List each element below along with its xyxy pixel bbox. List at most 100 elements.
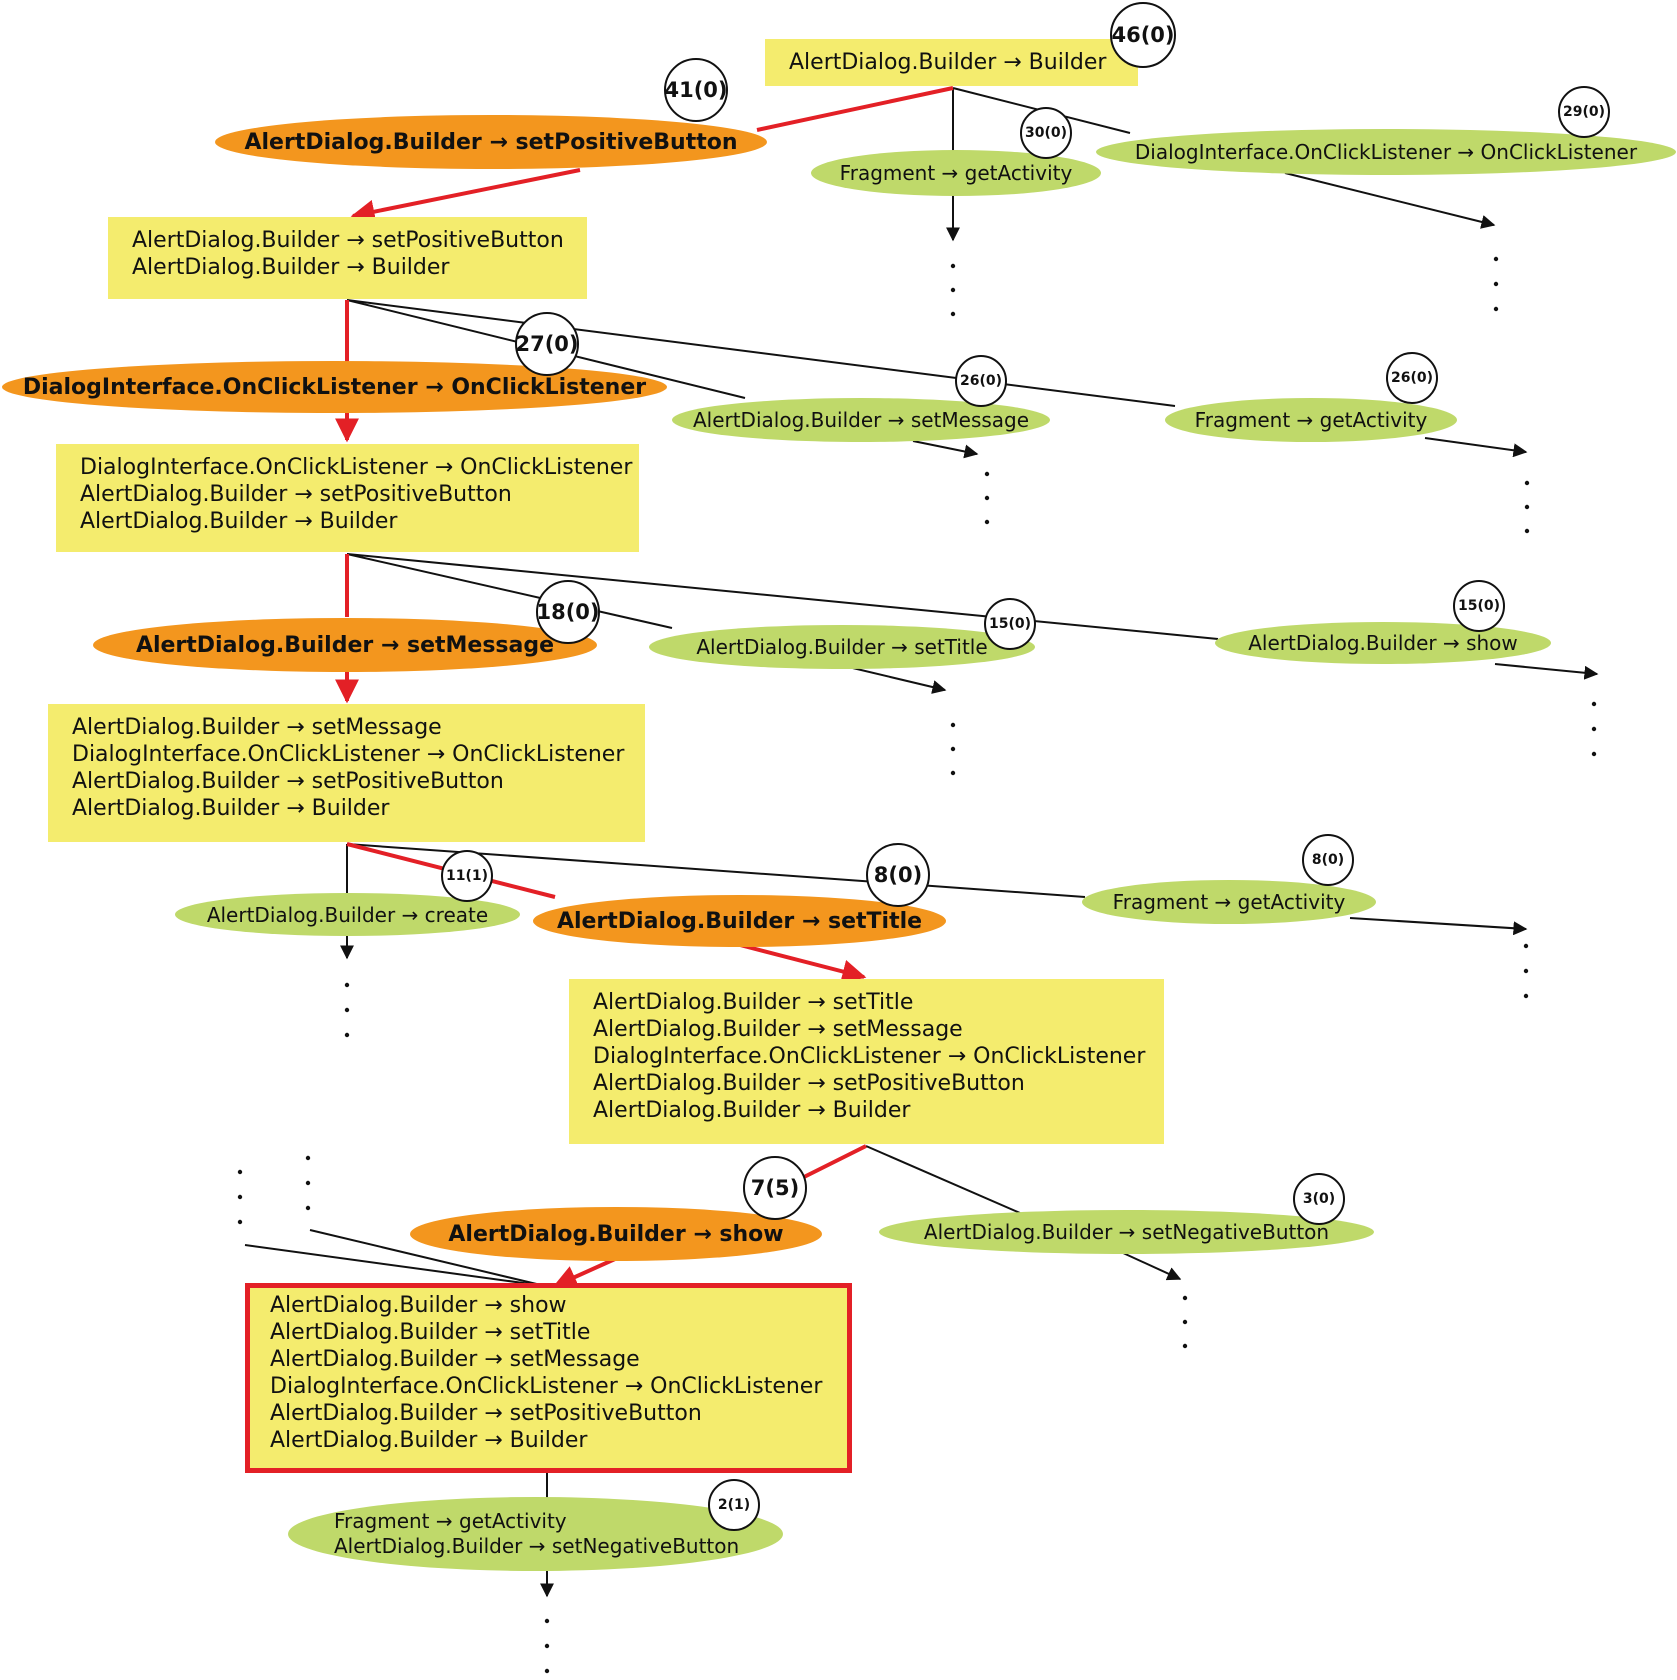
continuation-dot: [305, 1205, 311, 1211]
continuation-dot: [950, 263, 956, 269]
node-label: AlertDialog.Builder → setNegativeButton: [334, 1534, 740, 1558]
node-label: AlertDialog.Builder → setNegativeButton: [923, 1220, 1330, 1244]
count-badge: 7(5): [743, 1156, 807, 1220]
continuation-dot: [1591, 726, 1597, 732]
continuation-dot: [984, 519, 990, 525]
selected-edge: [350, 168, 581, 224]
continuation-dot: [305, 1155, 311, 1161]
node-fragment-getactivity: Fragment → getActivity: [1165, 398, 1457, 442]
state-box-1: AlertDialog.Builder → setPositiveButton …: [108, 217, 587, 299]
state-box-4: AlertDialog.Builder → setTitle AlertDial…: [569, 979, 1164, 1144]
count-badge: 15(0): [984, 598, 1036, 650]
edge: [1494, 663, 1599, 680]
count-badge: 18(0): [536, 580, 600, 644]
continuation-dot: [344, 1032, 350, 1038]
edge: [865, 1145, 1021, 1214]
count-badge: 11(1): [441, 850, 493, 902]
state-box-line: DialogInterface.OnClickListener → OnClic…: [72, 742, 625, 767]
continuation-dot: [1524, 528, 1530, 534]
state-box-line: AlertDialog.Builder → Builder: [132, 255, 450, 280]
node-label: AlertDialog.Builder → create: [206, 902, 489, 927]
continuation-dot: [950, 770, 956, 776]
state-box-2: DialogInterface.OnClickListener → OnClic…: [56, 444, 639, 552]
edge: [839, 664, 947, 694]
continuation-dot: [544, 1643, 550, 1649]
edge: [309, 1229, 546, 1287]
node-label: Fragment → getActivity: [1194, 408, 1428, 432]
node-label: AlertDialog.Builder → setPositiveButton: [244, 129, 738, 155]
continuation-dot: [950, 746, 956, 752]
node-label: AlertDialog.Builder → setTitle: [556, 908, 923, 934]
count-badge: 26(0): [955, 355, 1007, 407]
continuation-dot: [237, 1169, 243, 1175]
state-box-line: AlertDialog.Builder → setPositiveButton: [80, 482, 512, 507]
node-label: AlertDialog.Builder → show: [1248, 631, 1518, 655]
node-label: AlertDialog.Builder → setMessage: [692, 408, 1030, 432]
continuation-dot: [344, 1007, 350, 1013]
continuation-dot: [1524, 504, 1530, 510]
continuation-dot: [1493, 306, 1499, 312]
continuation-dot: [1523, 968, 1529, 974]
count-badge: 3(0): [1293, 1173, 1345, 1225]
state-box-line: AlertDialog.Builder → setPositiveButton: [132, 228, 564, 253]
node-setmessage: AlertDialog.Builder → setMessage: [672, 398, 1050, 442]
state-box-final: AlertDialog.Builder → show AlertDialog.B…: [245, 1283, 852, 1473]
state-box-line: AlertDialog.Builder → setMessage: [72, 715, 442, 740]
continuation-dot: [1524, 480, 1530, 486]
node-settitle-selected: AlertDialog.Builder → setTitle: [533, 895, 946, 947]
edge: [1349, 917, 1528, 936]
state-box-line: AlertDialog.Builder → setPositiveButton: [593, 1071, 1025, 1096]
state-box-line: AlertDialog.Builder → setPositiveButton: [270, 1401, 702, 1426]
count-badge: 41(0): [664, 58, 728, 122]
continuation-dot: [1591, 751, 1597, 757]
selected-edge: [739, 943, 867, 984]
state-box-line: AlertDialog.Builder → setMessage: [270, 1347, 640, 1372]
state-box-3: AlertDialog.Builder → setMessage DialogI…: [48, 704, 645, 842]
node-label: AlertDialog.Builder → setMessage: [135, 632, 555, 658]
count-badge: 46(0): [1110, 2, 1176, 68]
selected-edge: [552, 1257, 616, 1289]
edge: [346, 553, 1219, 640]
node-onclicklistener-selected: DialogInterface.OnClickListener → OnClic…: [2, 361, 667, 413]
continuation-dot: [1523, 993, 1529, 999]
continuation-dot: [1493, 281, 1499, 287]
state-box-line: AlertDialog.Builder → setMessage: [593, 1017, 963, 1042]
state-box-line: AlertDialog.Builder → Builder: [80, 509, 398, 534]
node-show-selected: AlertDialog.Builder → show: [410, 1207, 822, 1261]
state-box-line: AlertDialog.Builder → setTitle: [593, 990, 914, 1015]
node-label: AlertDialog.Builder → show: [448, 1221, 784, 1247]
count-badge: 15(0): [1453, 580, 1505, 632]
edge: [912, 440, 979, 459]
continuation-dot: [344, 982, 350, 988]
state-box-line: AlertDialog.Builder → Builder: [270, 1428, 588, 1453]
node-fragment-setnegativebutton: Fragment → getActivity AlertDialog.Build…: [288, 1497, 783, 1571]
state-box-line: AlertDialog.Builder → Builder: [72, 796, 390, 821]
continuation-dot: [544, 1618, 550, 1624]
node-settitle: AlertDialog.Builder → setTitle: [649, 625, 1035, 669]
node-setnegativebutton: AlertDialog.Builder → setNegativeButton: [879, 1210, 1374, 1254]
node-label: AlertDialog.Builder → setTitle: [696, 635, 988, 659]
count-badge: 30(0): [1020, 107, 1072, 159]
continuation-dot: [984, 471, 990, 477]
edge: [244, 1244, 546, 1287]
count-badge: 2(1): [708, 1479, 760, 1531]
continuation-dot: [1493, 256, 1499, 262]
state-box-line: AlertDialog.Builder → Builder: [789, 50, 1107, 75]
continuation-dot: [1182, 1343, 1188, 1349]
count-badge: 8(0): [1302, 834, 1354, 886]
state-box-root: AlertDialog.Builder → Builder: [765, 39, 1138, 86]
count-badge: 26(0): [1386, 352, 1438, 404]
continuation-dot: [237, 1194, 243, 1200]
count-badge: 8(0): [866, 843, 930, 907]
node-label: DialogInterface.OnClickListener → OnClic…: [22, 374, 647, 400]
count-badge: 29(0): [1558, 86, 1610, 138]
node-label: DialogInterface.OnClickListener → OnClic…: [1134, 140, 1638, 164]
continuation-dot: [305, 1180, 311, 1186]
continuation-dot: [950, 722, 956, 728]
node-setpositivebutton-selected: AlertDialog.Builder → setPositiveButton: [215, 115, 767, 169]
continuation-dot: [1591, 701, 1597, 707]
node-setmessage-selected: AlertDialog.Builder → setMessage: [93, 618, 597, 672]
continuation-dot: [950, 287, 956, 293]
continuation-dot: [1182, 1319, 1188, 1325]
